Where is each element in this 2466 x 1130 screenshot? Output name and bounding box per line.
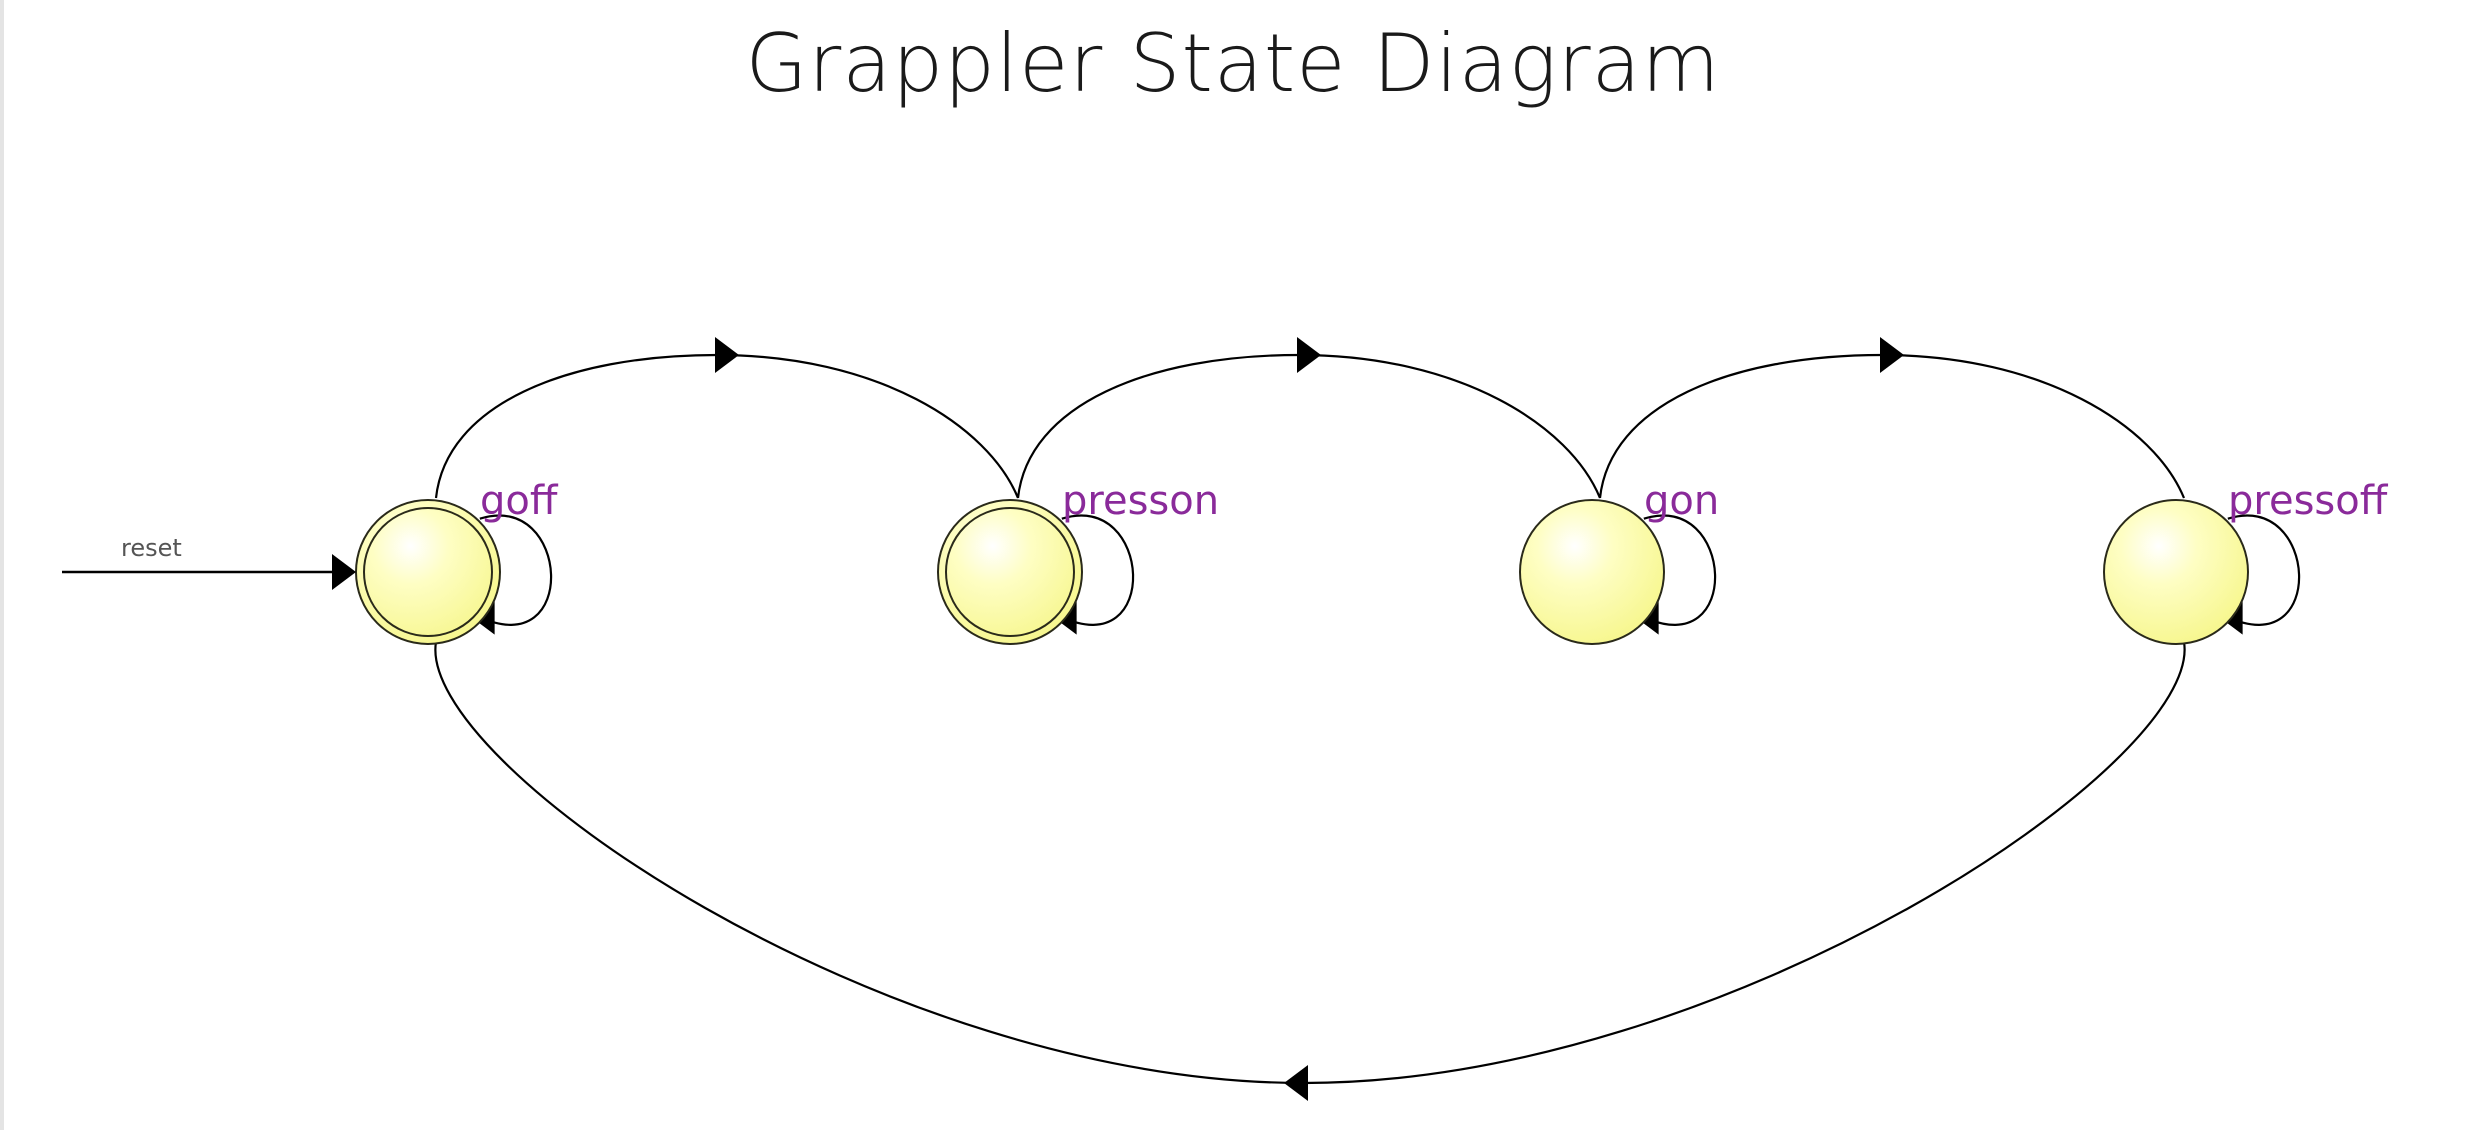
transitions-layer (434, 337, 2301, 1101)
arc-gon-pressoff (1598, 353, 2186, 499)
state-label: presson (1062, 478, 1219, 524)
transition-presson-to-gon (1016, 337, 1602, 499)
state-circle (2103, 499, 2249, 645)
self-loop-presson (1060, 514, 1135, 626)
accepting-ring (945, 507, 1075, 637)
state-presson[interactable]: presson (937, 478, 1219, 645)
page-left-border (0, 0, 4, 1130)
start-arrow-layer: reset (62, 534, 356, 590)
self-loop-gon (1642, 514, 1717, 626)
state-circle (1519, 499, 1665, 645)
state-circle (937, 499, 1083, 645)
state-gon[interactable]: gon (1519, 478, 1719, 645)
states-layer: goff presson gon pressoff (355, 478, 2389, 645)
transition-pressoff-to-goff (434, 641, 2186, 1101)
state-label: goff (480, 478, 559, 524)
state-label: gon (1644, 478, 1719, 524)
self-loop-pressoff (2226, 514, 2301, 626)
arrowhead-goff-presson (715, 337, 739, 373)
state-pressoff[interactable]: pressoff (2103, 478, 2389, 645)
start-arrow: reset (62, 534, 356, 590)
transition-gon-to-pressoff (1598, 337, 2186, 499)
arc-presson-gon (1016, 353, 1602, 499)
arrowhead-gon-pressoff (1880, 337, 1904, 373)
page-title: Grappler State Diagram (745, 17, 1721, 110)
state-label: pressoff (2228, 478, 2389, 524)
state-goff[interactable]: goff (355, 478, 559, 645)
start-arrowhead (332, 554, 356, 590)
accepting-ring (363, 507, 493, 637)
self-loop-goff (478, 514, 553, 626)
start-label: reset (121, 534, 182, 562)
transition-goff-to-presson (434, 337, 1020, 499)
arc-pressoff-goff (434, 641, 2186, 1085)
arc-goff-presson (434, 353, 1020, 499)
arrowhead-presson-gon (1297, 337, 1321, 373)
state-circle (355, 499, 501, 645)
arrowhead-pressoff-goff (1284, 1065, 1308, 1101)
